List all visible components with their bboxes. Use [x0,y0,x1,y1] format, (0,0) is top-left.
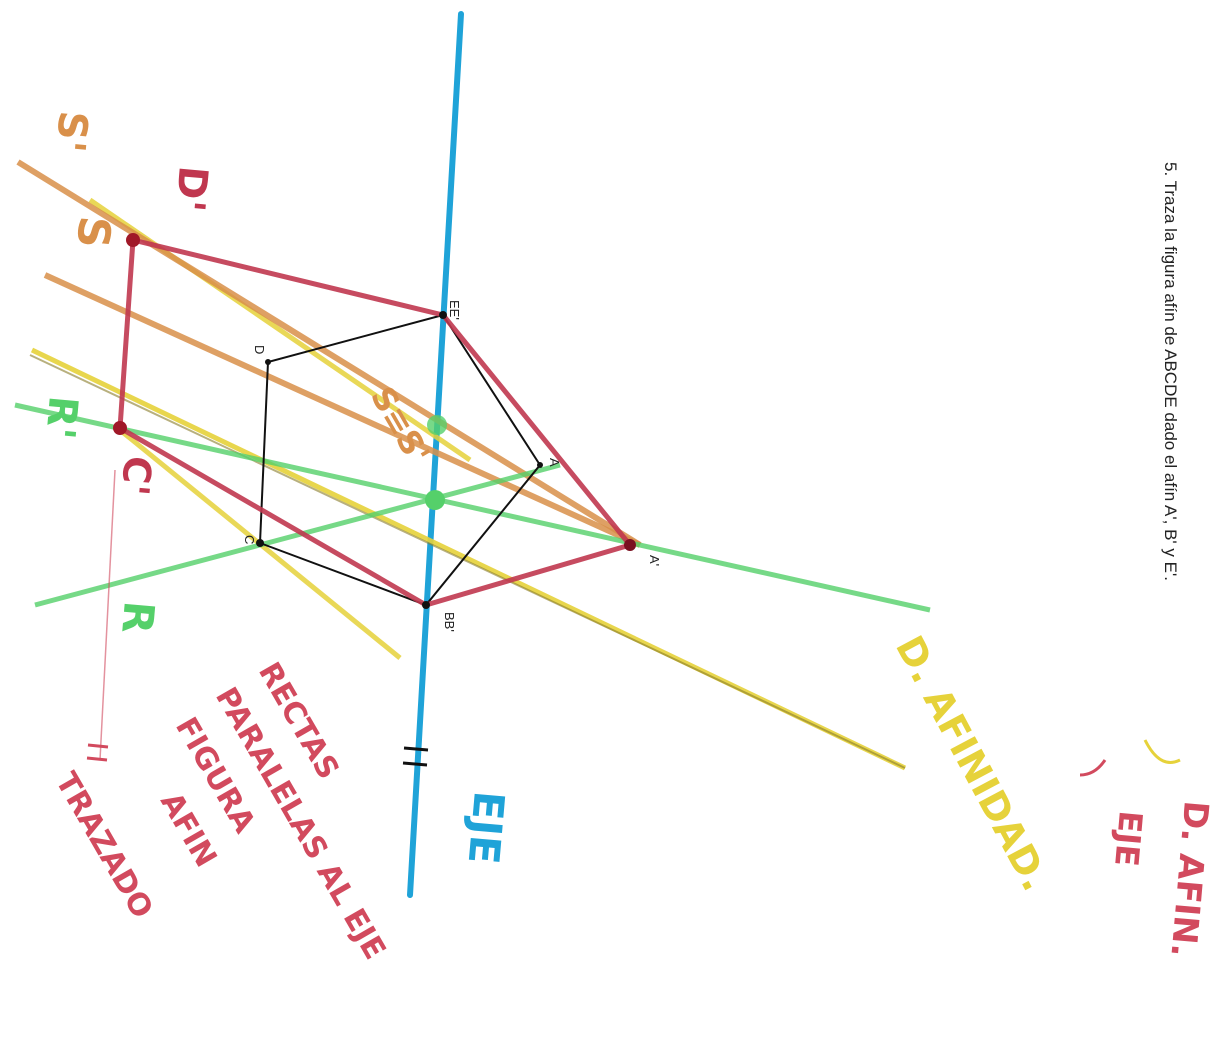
affinity-direction-line-4 [29,354,906,769]
axis-tick-2 [402,761,428,767]
red-tick-1 [87,743,109,749]
vertex-c [256,539,264,547]
hand-label-c-prime: C' [113,454,160,497]
vertex-d [265,359,271,365]
note-line-5: TRAZADO [48,767,159,925]
vertex-d-prime [126,233,140,247]
legend-underline-yellow [1143,739,1181,764]
orange-line-s-prime [16,159,642,548]
axis-tick-1 [403,746,429,752]
handwritten-note: RECTAS PARALELAS AL EJE FIGURA AFIN TRAZ… [48,657,392,966]
legend-eje: EJE [1107,809,1150,868]
legend-underline-red [1079,759,1107,777]
green-line-r-prime [14,402,931,613]
hand-label-r-prime: R' [36,394,86,441]
affine-figure [117,237,633,608]
red-reference-line [99,469,116,761]
hand-label-d-afinidad: D. AFINIDAD. [887,629,1058,898]
legend-d-afin: D. AFIN. [1162,799,1215,958]
vertex-ee [439,311,447,319]
green-intersection-mark-2 [427,415,447,435]
green-line-r [34,462,561,608]
label-d: D [252,345,267,354]
label-a-prime: A' [647,555,662,566]
original-figure-abcde [258,313,542,607]
orange-line-s [43,272,642,548]
label-bb: BB' [442,612,457,632]
vertex-c-prime [113,421,127,435]
hand-label-d-prime: D' [166,164,216,213]
red-tick-2 [86,756,108,762]
hand-label-eje: EJE [459,789,514,866]
label-a: A [547,458,562,467]
exercise-statement: 5. Traza la figura afín de ABCDE dado el… [1161,162,1180,581]
hand-label-s: S [66,214,120,250]
vertex-bb [422,601,430,609]
label-ee: EE' [447,300,462,320]
green-intersection-mark-1 [425,490,445,510]
hand-label-r: R [112,599,164,635]
label-c: C [242,535,257,544]
hand-label-s-prime: S' [46,109,95,154]
vertex-a-prime [624,539,636,551]
vertex-a [537,462,543,468]
